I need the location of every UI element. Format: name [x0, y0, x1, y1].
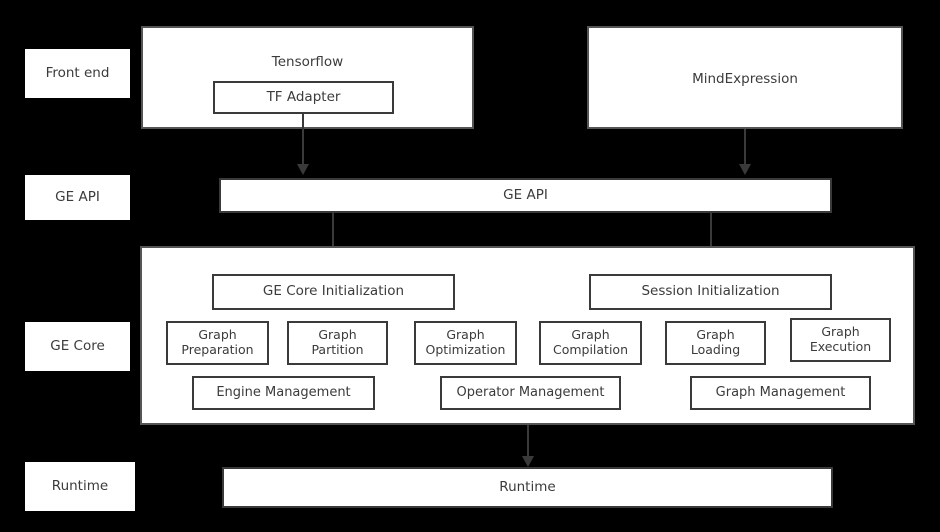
graph-preparation-box[interactable]: Graph Preparation — [166, 321, 269, 365]
mindexpression-container: MindExpression — [587, 26, 903, 129]
graph-loading-box[interactable]: Graph Loading — [665, 321, 766, 365]
tensorflow-title: Tensorflow — [271, 54, 344, 70]
connector-ge-api-to-ge-core-init — [332, 212, 334, 260]
connector-tf-adapter-to-ge-api — [302, 113, 304, 166]
tier-label-ge-core: GE Core — [25, 322, 130, 371]
graph-partition-box[interactable]: Graph Partition — [287, 321, 388, 365]
ge-api-bar[interactable]: GE API — [219, 178, 832, 213]
graph-execution-box[interactable]: Graph Execution — [790, 318, 891, 362]
operator-management-box[interactable]: Operator Management — [440, 376, 621, 410]
ge-core-initialization-box[interactable]: GE Core Initialization — [212, 274, 455, 310]
connector-ge-core-to-runtime — [527, 425, 529, 457]
runtime-bar[interactable]: Runtime — [222, 467, 833, 508]
connector-mindexpression-to-ge-api — [744, 129, 746, 166]
arrowhead-mindexpression-to-ge-api — [739, 164, 751, 175]
engine-management-box[interactable]: Engine Management — [192, 376, 375, 410]
tf-adapter-box[interactable]: TF Adapter — [213, 81, 394, 114]
graph-management-box[interactable]: Graph Management — [690, 376, 871, 410]
tier-label-runtime: Runtime — [25, 462, 135, 511]
arrowhead-ge-core-to-runtime — [522, 456, 534, 467]
tier-label-front-end: Front end — [25, 49, 130, 98]
graph-compilation-box[interactable]: Graph Compilation — [539, 321, 642, 365]
tier-label-ge-api: GE API — [25, 175, 130, 220]
arrowhead-tf-adapter-to-ge-api — [297, 164, 309, 175]
mindexpression-title: MindExpression — [692, 71, 798, 87]
session-initialization-box[interactable]: Session Initialization — [589, 274, 832, 310]
graph-optimization-box[interactable]: Graph Optimization — [414, 321, 517, 365]
connector-ge-api-to-session-init — [710, 212, 712, 260]
